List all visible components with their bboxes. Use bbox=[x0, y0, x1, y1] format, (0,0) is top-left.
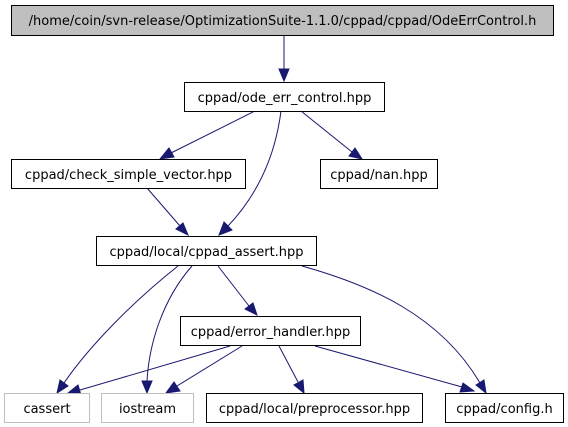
node-nan[interactable]: cppad/nan.hpp bbox=[320, 159, 438, 189]
edge-ode-err-control-to-nan bbox=[300, 110, 364, 160]
node-ode-err-control[interactable]: cppad/ode_err_control.hpp bbox=[184, 82, 385, 112]
node-cassert-label: cassert bbox=[23, 402, 70, 417]
node-check-simple-vector-label: cppad/check_simple_vector.hpp bbox=[25, 168, 232, 183]
node-error-handler[interactable]: cppad/error_handler.hpp bbox=[180, 316, 361, 346]
node-cppad-assert-label: cppad/local/cppad_assert.hpp bbox=[109, 245, 303, 260]
node-iostream: iostream bbox=[101, 393, 194, 423]
edge-error-handler-to-iostream bbox=[164, 345, 243, 394]
node-config[interactable]: cppad/config.h bbox=[445, 393, 564, 423]
node-iostream-label: iostream bbox=[119, 402, 176, 417]
edge-cppad-assert-to-cassert bbox=[56, 265, 179, 395]
edges bbox=[56, 35, 487, 396]
node-nan-label: cppad/nan.hpp bbox=[330, 168, 428, 183]
node-cassert: cassert bbox=[4, 393, 90, 423]
node-preprocessor-label: cppad/local/preprocessor.hpp bbox=[219, 402, 410, 417]
nodes: /home/coin/svn-release/OptimizationSuite… bbox=[4, 5, 564, 423]
edge-cppad-assert-to-config bbox=[301, 265, 487, 395]
edge-ode-err-control-to-check-simple-vector bbox=[158, 110, 256, 160]
root-node[interactable]: /home/coin/svn-release/OptimizationSuite… bbox=[11, 5, 554, 36]
node-ode-err-control-label: cppad/ode_err_control.hpp bbox=[198, 91, 372, 106]
edge-ode-err-control-to-cppad-assert bbox=[218, 110, 282, 236]
node-preprocessor[interactable]: cppad/local/preprocessor.hpp bbox=[206, 393, 423, 423]
node-error-handler-label: cppad/error_handler.hpp bbox=[191, 325, 351, 340]
edge-error-handler-to-preprocessor bbox=[278, 345, 305, 395]
edge-cppad-assert-to-iostream bbox=[141, 265, 193, 395]
node-check-simple-vector[interactable]: cppad/check_simple_vector.hpp bbox=[11, 159, 246, 189]
node-cppad-assert[interactable]: cppad/local/cppad_assert.hpp bbox=[96, 236, 317, 266]
edge-root-to-ode-err-control bbox=[278, 35, 290, 83]
edge-error-handler-to-config bbox=[314, 345, 476, 393]
root-node-label: /home/coin/svn-release/OptimizationSuite… bbox=[29, 14, 537, 29]
edge-cppad-assert-to-error-handler bbox=[217, 265, 258, 316]
node-config-label: cppad/config.h bbox=[456, 402, 552, 417]
edge-check-simple-vector-to-cppad-assert bbox=[146, 187, 189, 237]
